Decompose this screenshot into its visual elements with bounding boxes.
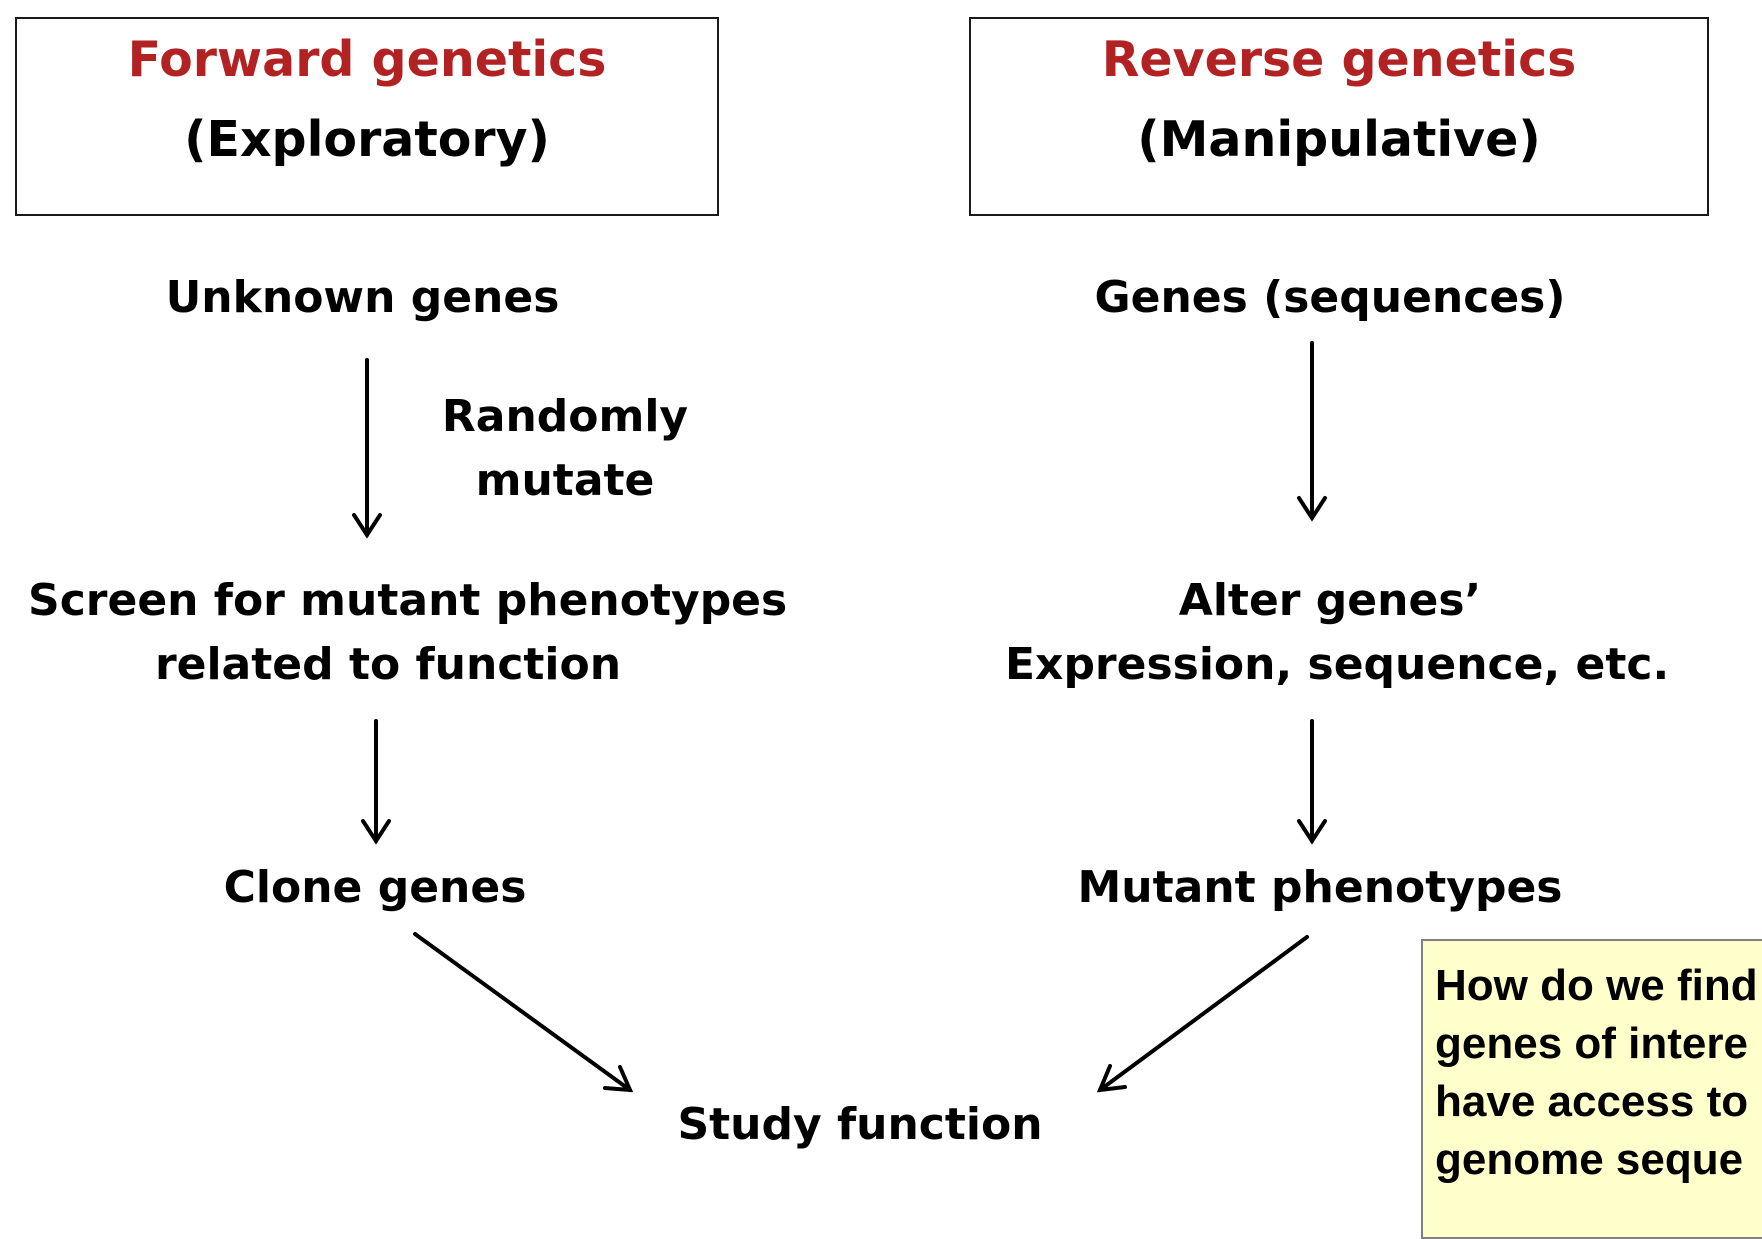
question-note: How do we find genes of intere have acce…: [1421, 939, 1762, 1239]
reverse-genetics-box: Reverse genetics (Manipulative): [969, 17, 1709, 216]
mutant-phenotypes-text: Mutant phenotypes: [1077, 862, 1563, 913]
arrow-forward-3: [413, 932, 634, 1093]
screen-line2: related to function: [154, 639, 622, 690]
forward-genetics-box: Forward genetics (Exploratory): [15, 17, 719, 216]
arrow-reverse-1: [1297, 341, 1327, 522]
note-line-2: genes of intere: [1435, 1019, 1748, 1068]
reverse-step-alter-genes: Alter genes’ Expression, sequence, etc.: [1005, 569, 1670, 697]
alter-line2: Expression, sequence, etc.: [1005, 639, 1670, 690]
mutate-label-line: mutate: [475, 455, 655, 506]
forward-step1-text: Unknown genes: [165, 272, 560, 323]
forward-step-clone-genes: Clone genes: [200, 856, 550, 920]
screen-line1: Screen for mutant phenotypes: [28, 575, 788, 626]
clone-genes-text: Clone genes: [223, 862, 527, 913]
note-line-4: genome seque: [1435, 1135, 1744, 1184]
arrow-reverse-2: [1297, 719, 1327, 845]
forward-genetics-subtitle: (Exploratory): [184, 111, 550, 168]
arrow-forward-2: [361, 719, 391, 845]
note-line-1: How do we find: [1435, 961, 1758, 1010]
study-function-text: Study function: [677, 1099, 1043, 1150]
arrow-forward-1: [352, 358, 382, 539]
forward-step-unknown-genes: Unknown genes: [130, 266, 595, 330]
note-line-3: have access to: [1435, 1077, 1749, 1126]
reverse-step-mutant-phenotypes: Mutant phenotypes: [1070, 856, 1570, 920]
randomly-label-line: Randomly: [441, 391, 689, 442]
forward-step-screen: Screen for mutant phenotypes related to …: [28, 569, 788, 697]
reverse-step1-text: Genes (sequences): [1094, 272, 1566, 323]
reverse-step-genes-sequences: Genes (sequences): [1085, 266, 1575, 330]
alter-line1: Alter genes’: [1178, 575, 1482, 626]
randomly-mutate-label: Randomly mutate: [415, 385, 715, 513]
reverse-genetics-title: Reverse genetics: [1101, 31, 1577, 88]
arrow-reverse-3: [1096, 935, 1309, 1093]
forward-genetics-title: Forward genetics: [127, 31, 607, 88]
reverse-genetics-subtitle: (Manipulative): [1137, 111, 1541, 168]
study-function: Study function: [660, 1093, 1060, 1157]
